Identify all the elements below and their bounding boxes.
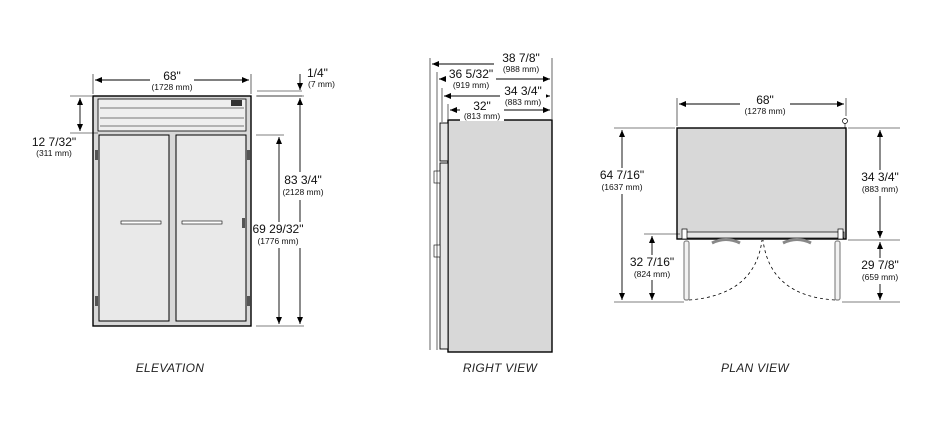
right-depth-body-label: 32" (473, 99, 491, 113)
right-depth-doors-mm: (883 mm) (505, 97, 542, 107)
control-panel-icon (231, 100, 242, 106)
right-depth-doors-label: 34 3/4" (504, 84, 542, 98)
right-door (175, 134, 247, 322)
side-door-upper (439, 122, 449, 162)
elevation-door-height-mm: (1776 mm) (257, 236, 298, 246)
right-depth-handles-mm: (919 mm) (453, 80, 490, 90)
left-door-handle (120, 220, 162, 225)
right-view-caption: RIGHT VIEW (463, 361, 539, 375)
right-door-handle (181, 220, 223, 225)
cabinet-header (97, 98, 247, 132)
plan-depth-body-label: 34 3/4" (861, 170, 899, 184)
elevation-width-mm: (1728 mm) (151, 82, 192, 92)
plan-door-swing-right-mm: (659 mm) (862, 272, 899, 282)
plan-right-swing-arc (762, 239, 836, 301)
plan-right-door-open (834, 240, 841, 301)
plan-width-label: 68" (756, 93, 774, 107)
elevation-top-offset-label: 12 7/32" (32, 135, 76, 149)
right-depth-overall-mm: (988 mm) (503, 64, 540, 74)
plan-width-mm: (1278 mm) (744, 106, 785, 116)
right-depth-overall-label: 38 7/8" (502, 51, 540, 65)
elevation-view: 68" (1728 mm) 1/4" (7 mm) 12 7/32" (311 … (30, 66, 335, 375)
elevation-top-gap-label: 1/4" (307, 66, 328, 80)
plan-left-door-open (683, 240, 690, 301)
elevation-door-height-label: 69 29/32" (253, 222, 304, 236)
plan-door-swing-left-mm: (824 mm) (634, 269, 671, 279)
plan-depth-total-label: 64 7/16" (600, 168, 644, 182)
side-panel (447, 119, 553, 353)
plan-view-caption: PLAN VIEW (721, 361, 790, 375)
plan-view: 68" (1278 mm) 64 7/16" (1637 mm) 32 7/16… (597, 92, 907, 375)
plan-fitting-icon (842, 118, 848, 124)
elevation-height-label: 83 3/4" (284, 173, 322, 187)
plan-depth-body-mm: (883 mm) (862, 184, 899, 194)
right-depth-body-mm: (813 mm) (464, 111, 501, 121)
plan-left-swing-arc (688, 239, 763, 301)
right-depth-handles-label: 36 5/32" (449, 67, 493, 81)
plan-door-swing-left-label: 32 7/16" (630, 255, 674, 269)
right-view: 38 7/8" (988 mm) 36 5/32" (919 mm) 34 3/… (429, 51, 553, 375)
plan-cabinet (676, 127, 847, 240)
side-door-lower (439, 162, 449, 350)
elevation-caption: ELEVATION (136, 361, 205, 375)
plan-door-swing-right-label: 29 7/8" (861, 258, 899, 272)
elevation-height-mm: (2128 mm) (282, 187, 323, 197)
elevation-top-gap-mm: (7 mm) (308, 79, 335, 89)
plan-door-strip (682, 231, 845, 239)
elevation-top-offset-mm: (311 mm) (36, 148, 72, 158)
elevation-width-label: 68" (163, 69, 181, 83)
plan-depth-total-mm: (1637 mm) (601, 182, 642, 192)
left-door (98, 134, 170, 322)
